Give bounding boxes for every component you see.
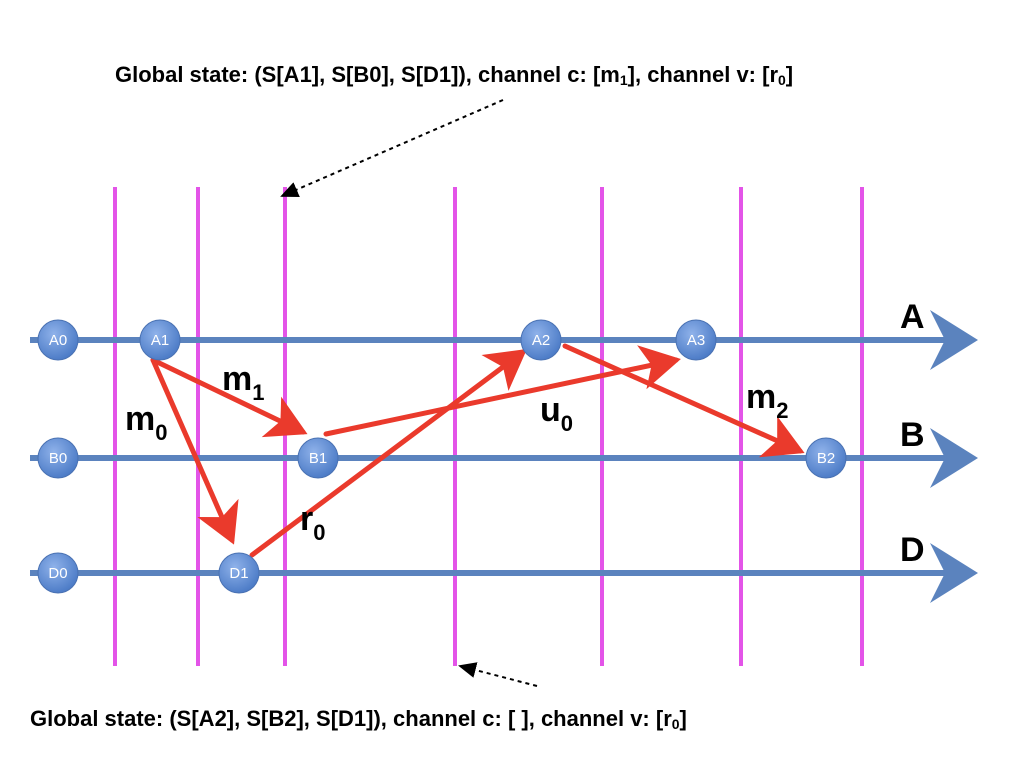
event-node-circle: [37, 552, 79, 594]
event-node-a0: A0: [37, 319, 79, 361]
event-node-label: D1: [229, 565, 248, 582]
top-caption-prefix: Global state: (S[A1], S[B0], S[D1]), cha…: [115, 62, 620, 87]
top-caption-sub: 1: [619, 72, 628, 88]
process-label-b: B: [900, 416, 925, 454]
event-node-a2: A2: [520, 319, 562, 361]
message-label-m0: m0: [125, 400, 167, 445]
event-node-circle: [675, 319, 717, 361]
event-node-circle: [218, 552, 260, 594]
event-node-label: D0: [48, 565, 67, 582]
event-node-b1: B1: [297, 437, 339, 479]
bottom-state-pointer-arrow: [458, 662, 538, 687]
message-label-r0: r0: [300, 500, 325, 545]
event-node-label: B0: [49, 450, 67, 467]
bottom-caption-sub: 0: [671, 716, 680, 732]
message-label-u0: u0: [540, 391, 573, 436]
top-caption-sub2: 0: [778, 72, 786, 88]
message-arrow-m2: [562, 343, 805, 458]
process-label-d: D: [900, 531, 925, 569]
event-node-label: A3: [687, 332, 705, 349]
event-node-label: B2: [817, 450, 835, 467]
messages-layer: [150, 343, 805, 558]
event-node-circle: [520, 319, 562, 361]
message-arrow-m1: [150, 357, 308, 438]
event-node-circle: [297, 437, 339, 479]
event-node-circle: [37, 437, 79, 479]
message-arrow-u0: [323, 345, 681, 437]
labels-layer: A B Dm0 m1 r0 u0 m2: [125, 298, 925, 569]
event-node-label: A0: [49, 332, 67, 349]
event-node-circle: [37, 319, 79, 361]
event-node-a1: A1: [139, 319, 181, 361]
bottom-caption-suffix: ]: [679, 706, 687, 731]
event-node-label: A1: [151, 332, 169, 349]
top-caption-suffix: ]: [785, 62, 794, 87]
event-node-a3: A3: [675, 319, 717, 361]
message-label-m1: m1: [222, 360, 264, 405]
top-caption-middle: ], channel v: [r: [627, 62, 778, 87]
message-arrow-r0: [249, 349, 528, 558]
event-node-label: A2: [532, 332, 550, 349]
event-node-circle: [805, 437, 847, 479]
message-arrow-m0: [150, 357, 239, 545]
event-node-b0: B0: [37, 437, 79, 479]
top-global-state-caption: Global state: (S[A1], S[B0], S[D1]), cha…: [115, 62, 793, 88]
event-node-circle: [139, 319, 181, 361]
process-label-a: A: [900, 298, 925, 336]
top-state-pointer-arrow: [280, 99, 504, 197]
event-node-b2: B2: [805, 437, 847, 479]
bottom-caption-prefix: Global state: (S[A2], S[B2], S[D1]), cha…: [30, 706, 672, 731]
message-label-m2: m2: [746, 378, 788, 423]
pointers-layer: [280, 99, 538, 687]
event-node-d0: D0: [37, 552, 79, 594]
event-node-label: B1: [309, 450, 327, 467]
bottom-global-state-caption: Global state: (S[A2], S[B2], S[D1]), cha…: [30, 706, 687, 732]
event-node-d1: D1: [218, 552, 260, 594]
